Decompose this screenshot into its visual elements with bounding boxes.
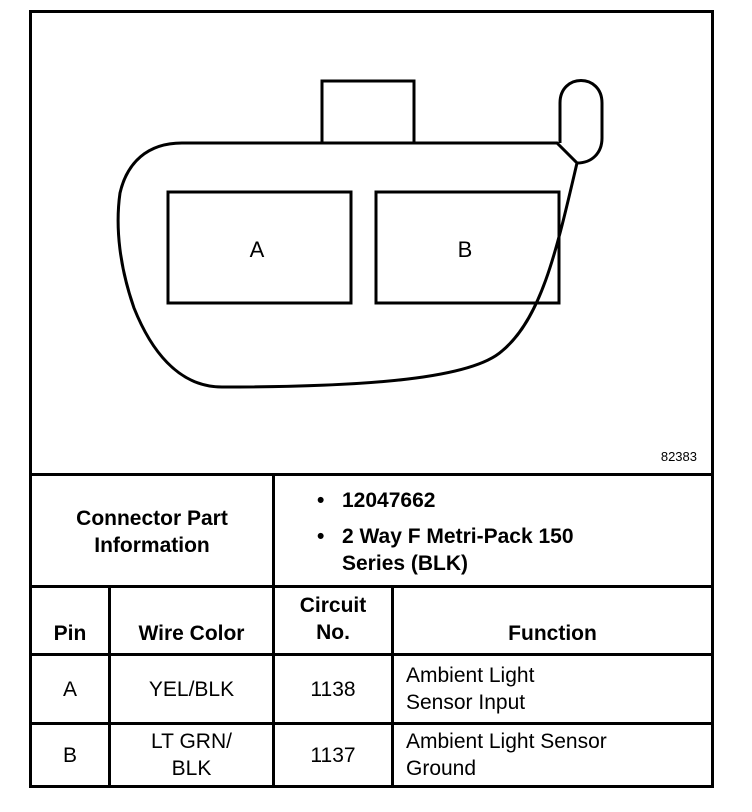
header-function: Function — [508, 622, 597, 645]
row-b-pin: B — [62, 743, 77, 767]
info-item-connector-type: • 2 Way F Metri-Pack 150 Series (BLK) — [317, 523, 642, 577]
header-circuit-line1: Circuit — [299, 594, 367, 617]
divider-wire-col — [272, 585, 275, 785]
pin-label-b: B — [458, 237, 473, 262]
divider-circuit-col — [391, 585, 394, 785]
row-a-wire-color-text: YEL/BLK — [148, 677, 235, 701]
info-label-line1: Connector Part — [76, 507, 228, 530]
connector-type: 2 Way F Metri-Pack 150 Series (BLK) — [342, 525, 574, 575]
info-item-part-number: • 12047662 — [317, 487, 711, 514]
divider-info-header — [32, 585, 711, 588]
divider-info-vertical — [272, 473, 275, 588]
connector-part-info-label: Connector Part Information — [32, 476, 272, 588]
row-b-function-line2: Ground — [406, 757, 477, 780]
connector-diagram: A B 82383 — [32, 13, 711, 473]
bullet-icon: • — [317, 489, 325, 512]
figure-id: 82383 — [660, 449, 697, 464]
divider-pin-col — [108, 585, 111, 785]
header-circuit-no: Circuit No. — [275, 588, 391, 653]
row-b-wire-color-line1: LT GRN/ — [151, 730, 232, 753]
divider-diagram-table — [32, 473, 711, 476]
header-pin: Pin — [53, 622, 87, 645]
pin-cavity-b — [374, 190, 561, 305]
connector-body — [116, 141, 579, 389]
connector-end-view-frame: A B 82383 Connector Part Information • 1… — [29, 10, 714, 788]
bullet-icon: • — [317, 525, 325, 548]
connector-lock-tab — [320, 79, 416, 143]
row-a-function: Ambient Light Sensor Input — [394, 656, 711, 722]
row-b-function-line1: Ambient Light Sensor — [406, 730, 607, 753]
divider-row-a-row-b — [32, 722, 711, 725]
row-a-function-line2: Sensor Input — [406, 691, 526, 714]
pin-cavity-a — [166, 190, 353, 305]
part-number: 12047662 — [342, 489, 436, 512]
row-b-function: Ambient Light Sensor Ground — [394, 725, 711, 785]
header-wire-color: Wire Color — [138, 622, 245, 645]
connector-part-info-list: • 12047662 • 2 Way F Metri-Pack 150 Seri… — [275, 476, 711, 588]
divider-header-row-a — [32, 653, 711, 656]
row-a-circuit: 1138 — [310, 677, 356, 701]
header-circuit-line2: No. — [316, 621, 350, 644]
row-a-function-line1: Ambient Light — [406, 664, 535, 687]
connector-latch-hook — [558, 79, 604, 165]
row-a-pin: A — [62, 677, 77, 701]
row-b-wire-color: LT GRN/ BLK — [111, 725, 272, 785]
pin-label-a: A — [250, 237, 265, 262]
connector-outline-drawing: A B — [116, 79, 604, 389]
info-label-line2: Information — [94, 534, 210, 557]
row-a-wire-color: YEL/BLK — [111, 656, 272, 722]
row-b-wire-color-line2: BLK — [171, 757, 212, 780]
row-b-circuit: 1137 — [310, 743, 356, 767]
